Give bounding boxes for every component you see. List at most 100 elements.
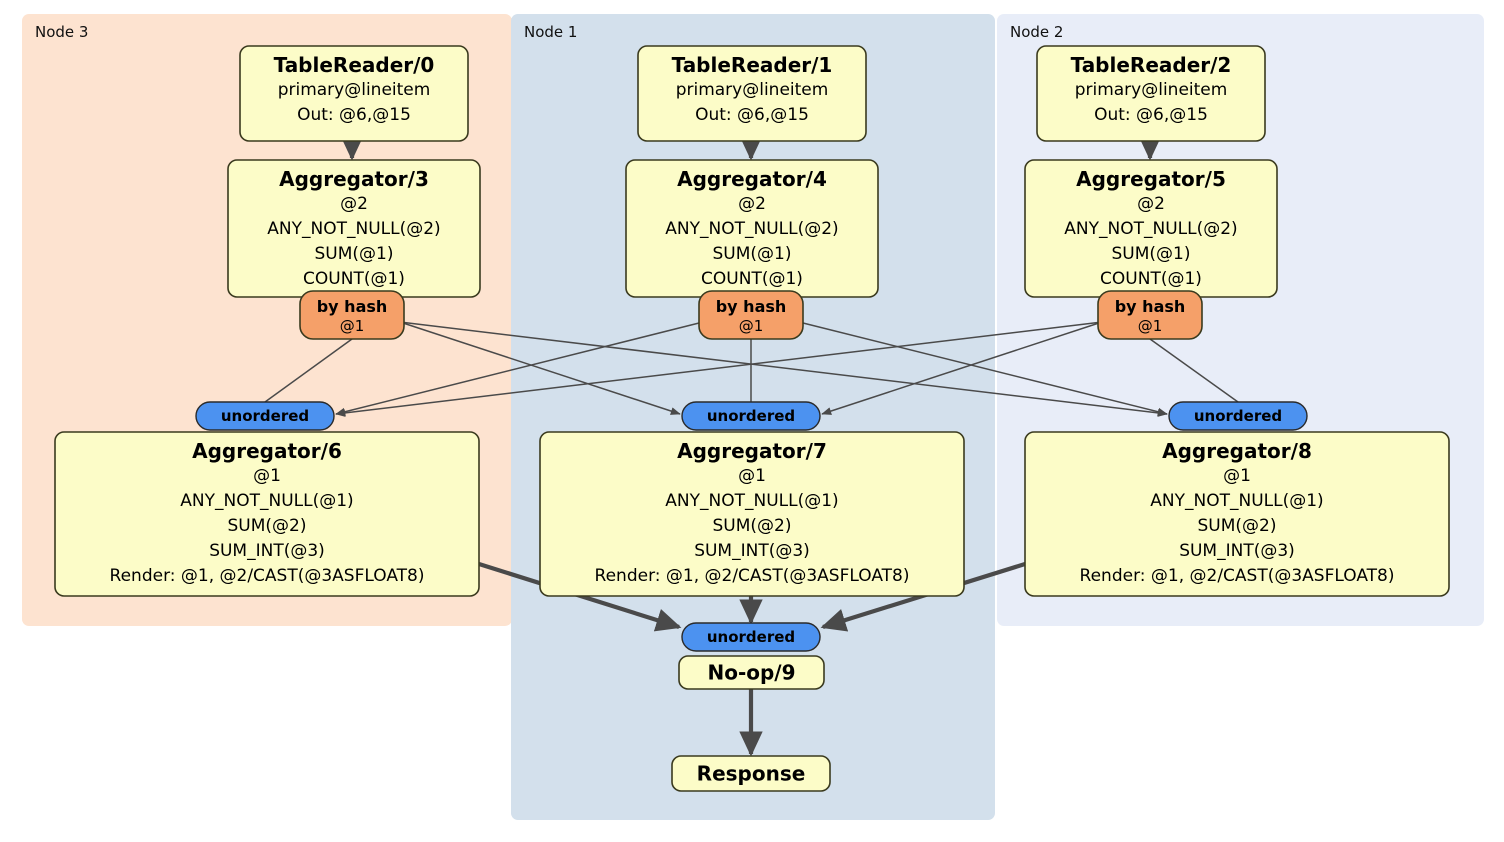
processor-title: Aggregator/5 <box>1076 167 1226 191</box>
processor-detail-line: ANY_NOT_NULL(@1) <box>665 491 838 511</box>
router-box[interactable] <box>1097 290 1203 340</box>
processor-box[interactable] <box>1024 431 1450 597</box>
stream-label: unordered <box>1194 407 1282 425</box>
processor-title: No-op/9 <box>707 661 795 685</box>
stream-unordered-right[interactable]: unordered <box>1168 401 1308 431</box>
region-label: Node 2 <box>1010 23 1063 41</box>
stream-pill[interactable] <box>681 622 821 652</box>
processor-title: Aggregator/3 <box>279 167 429 191</box>
processor-detail-line: ANY_NOT_NULL(@1) <box>1150 491 1323 511</box>
processor-title: Aggregator/7 <box>677 439 827 463</box>
stream-unordered-left[interactable]: unordered <box>195 401 335 431</box>
shuffle-edge-by-hash-5-to-unordered-mid <box>821 321 1103 415</box>
processor-detail-line: @2 <box>738 194 766 214</box>
router-box[interactable] <box>299 290 405 340</box>
processor-box[interactable] <box>54 431 480 597</box>
router-column: @1 <box>739 317 764 335</box>
shuffle-edge-by-hash-4-to-unordered-left <box>335 321 704 416</box>
processor-box[interactable] <box>678 655 825 690</box>
processor-detail-line: SUM(@1) <box>315 244 394 264</box>
shuffle-edge-by-hash-3-to-unordered-mid <box>399 321 681 415</box>
stream-label: unordered <box>221 407 309 425</box>
processor-box[interactable] <box>539 431 965 597</box>
processor-title: Aggregator/8 <box>1162 439 1312 463</box>
processor-detail-line: @1 <box>738 466 766 486</box>
shuffle-edge-by-hash-4-to-unordered-right <box>798 321 1168 416</box>
processor-detail-line: ANY_NOT_NULL(@2) <box>267 219 440 239</box>
processor-title: TableReader/2 <box>1071 53 1232 77</box>
region-label: Node 3 <box>35 23 88 41</box>
stream-unordered-final[interactable]: unordered <box>681 622 821 652</box>
edges-layer <box>264 135 1239 757</box>
router-column: @1 <box>340 317 365 335</box>
router-box[interactable] <box>698 290 804 340</box>
shuffle-edge-by-hash-5-to-unordered-right <box>1149 338 1239 403</box>
processor-detail-line: @2 <box>1137 194 1165 214</box>
stream-label: unordered <box>707 628 795 646</box>
processor-title: Aggregator/4 <box>677 167 827 191</box>
processor-box[interactable] <box>239 45 469 142</box>
router-by-hash-3[interactable]: by hash@1 <box>299 290 405 340</box>
processor-detail-line: primary@lineitem <box>676 80 829 100</box>
processor-detail-line: primary@lineitem <box>278 80 431 100</box>
processor-box[interactable] <box>671 755 831 792</box>
processor-aggregator-4[interactable]: Aggregator/4@2ANY_NOT_NULL(@2)SUM(@1)COU… <box>625 159 879 298</box>
processor-detail-line: COUNT(@1) <box>701 269 803 289</box>
processor-detail-line: COUNT(@1) <box>1100 269 1202 289</box>
processor-detail-line: @2 <box>340 194 368 214</box>
router-label: by hash <box>1115 297 1186 316</box>
processor-detail-line: SUM(@2) <box>713 516 792 536</box>
processor-title: Response <box>697 762 806 786</box>
processor-detail-line: primary@lineitem <box>1075 80 1228 100</box>
processor-detail-line: Out: @6,@15 <box>695 105 809 125</box>
router-by-hash-5[interactable]: by hash@1 <box>1097 290 1203 340</box>
processor-detail-line: @1 <box>1223 466 1251 486</box>
processor-detail-line: SUM(@1) <box>1112 244 1191 264</box>
stream-label: unordered <box>707 407 795 425</box>
router-label: by hash <box>716 297 787 316</box>
processor-detail-line: SUM_INT(@3) <box>209 541 325 561</box>
processor-title: TableReader/0 <box>274 53 435 77</box>
processor-response[interactable]: Response <box>671 755 831 792</box>
processor-detail-line: Out: @6,@15 <box>297 105 411 125</box>
processor-detail-line: Out: @6,@15 <box>1094 105 1208 125</box>
processor-box[interactable] <box>1036 45 1266 142</box>
processor-title: Aggregator/6 <box>192 439 342 463</box>
processor-detail-line: @1 <box>253 466 281 486</box>
processor-detail-line: SUM(@2) <box>228 516 307 536</box>
stream-pill[interactable] <box>1168 401 1308 431</box>
processor-title: TableReader/1 <box>672 53 833 77</box>
shuffle-edge-by-hash-3-to-unordered-right <box>399 321 1168 417</box>
shuffle-edge-by-hash-3-to-unordered-left <box>264 338 353 403</box>
shuffle-edge-by-hash-5-to-unordered-left <box>335 321 1103 417</box>
stream-pill[interactable] <box>681 401 821 431</box>
processor-box[interactable] <box>637 45 867 142</box>
router-label: by hash <box>317 297 388 316</box>
processor-noop-9[interactable]: No-op/9 <box>678 655 825 690</box>
processor-detail-line: SUM(@2) <box>1198 516 1277 536</box>
stream-unordered-mid[interactable]: unordered <box>681 401 821 431</box>
processor-detail-line: Render: @1, @2/CAST(@3ASFLOAT8) <box>1080 566 1395 586</box>
router-by-hash-4[interactable]: by hash@1 <box>698 290 804 340</box>
stream-pill[interactable] <box>195 401 335 431</box>
processor-detail-line: SUM_INT(@3) <box>1179 541 1295 561</box>
processor-detail-line: SUM(@1) <box>713 244 792 264</box>
processor-detail-line: Render: @1, @2/CAST(@3ASFLOAT8) <box>110 566 425 586</box>
processor-detail-line: ANY_NOT_NULL(@2) <box>1064 219 1237 239</box>
processor-detail-line: Render: @1, @2/CAST(@3ASFLOAT8) <box>595 566 910 586</box>
processor-detail-line: ANY_NOT_NULL(@1) <box>180 491 353 511</box>
processor-detail-line: SUM_INT(@3) <box>694 541 810 561</box>
router-column: @1 <box>1138 317 1163 335</box>
processor-detail-line: COUNT(@1) <box>303 269 405 289</box>
